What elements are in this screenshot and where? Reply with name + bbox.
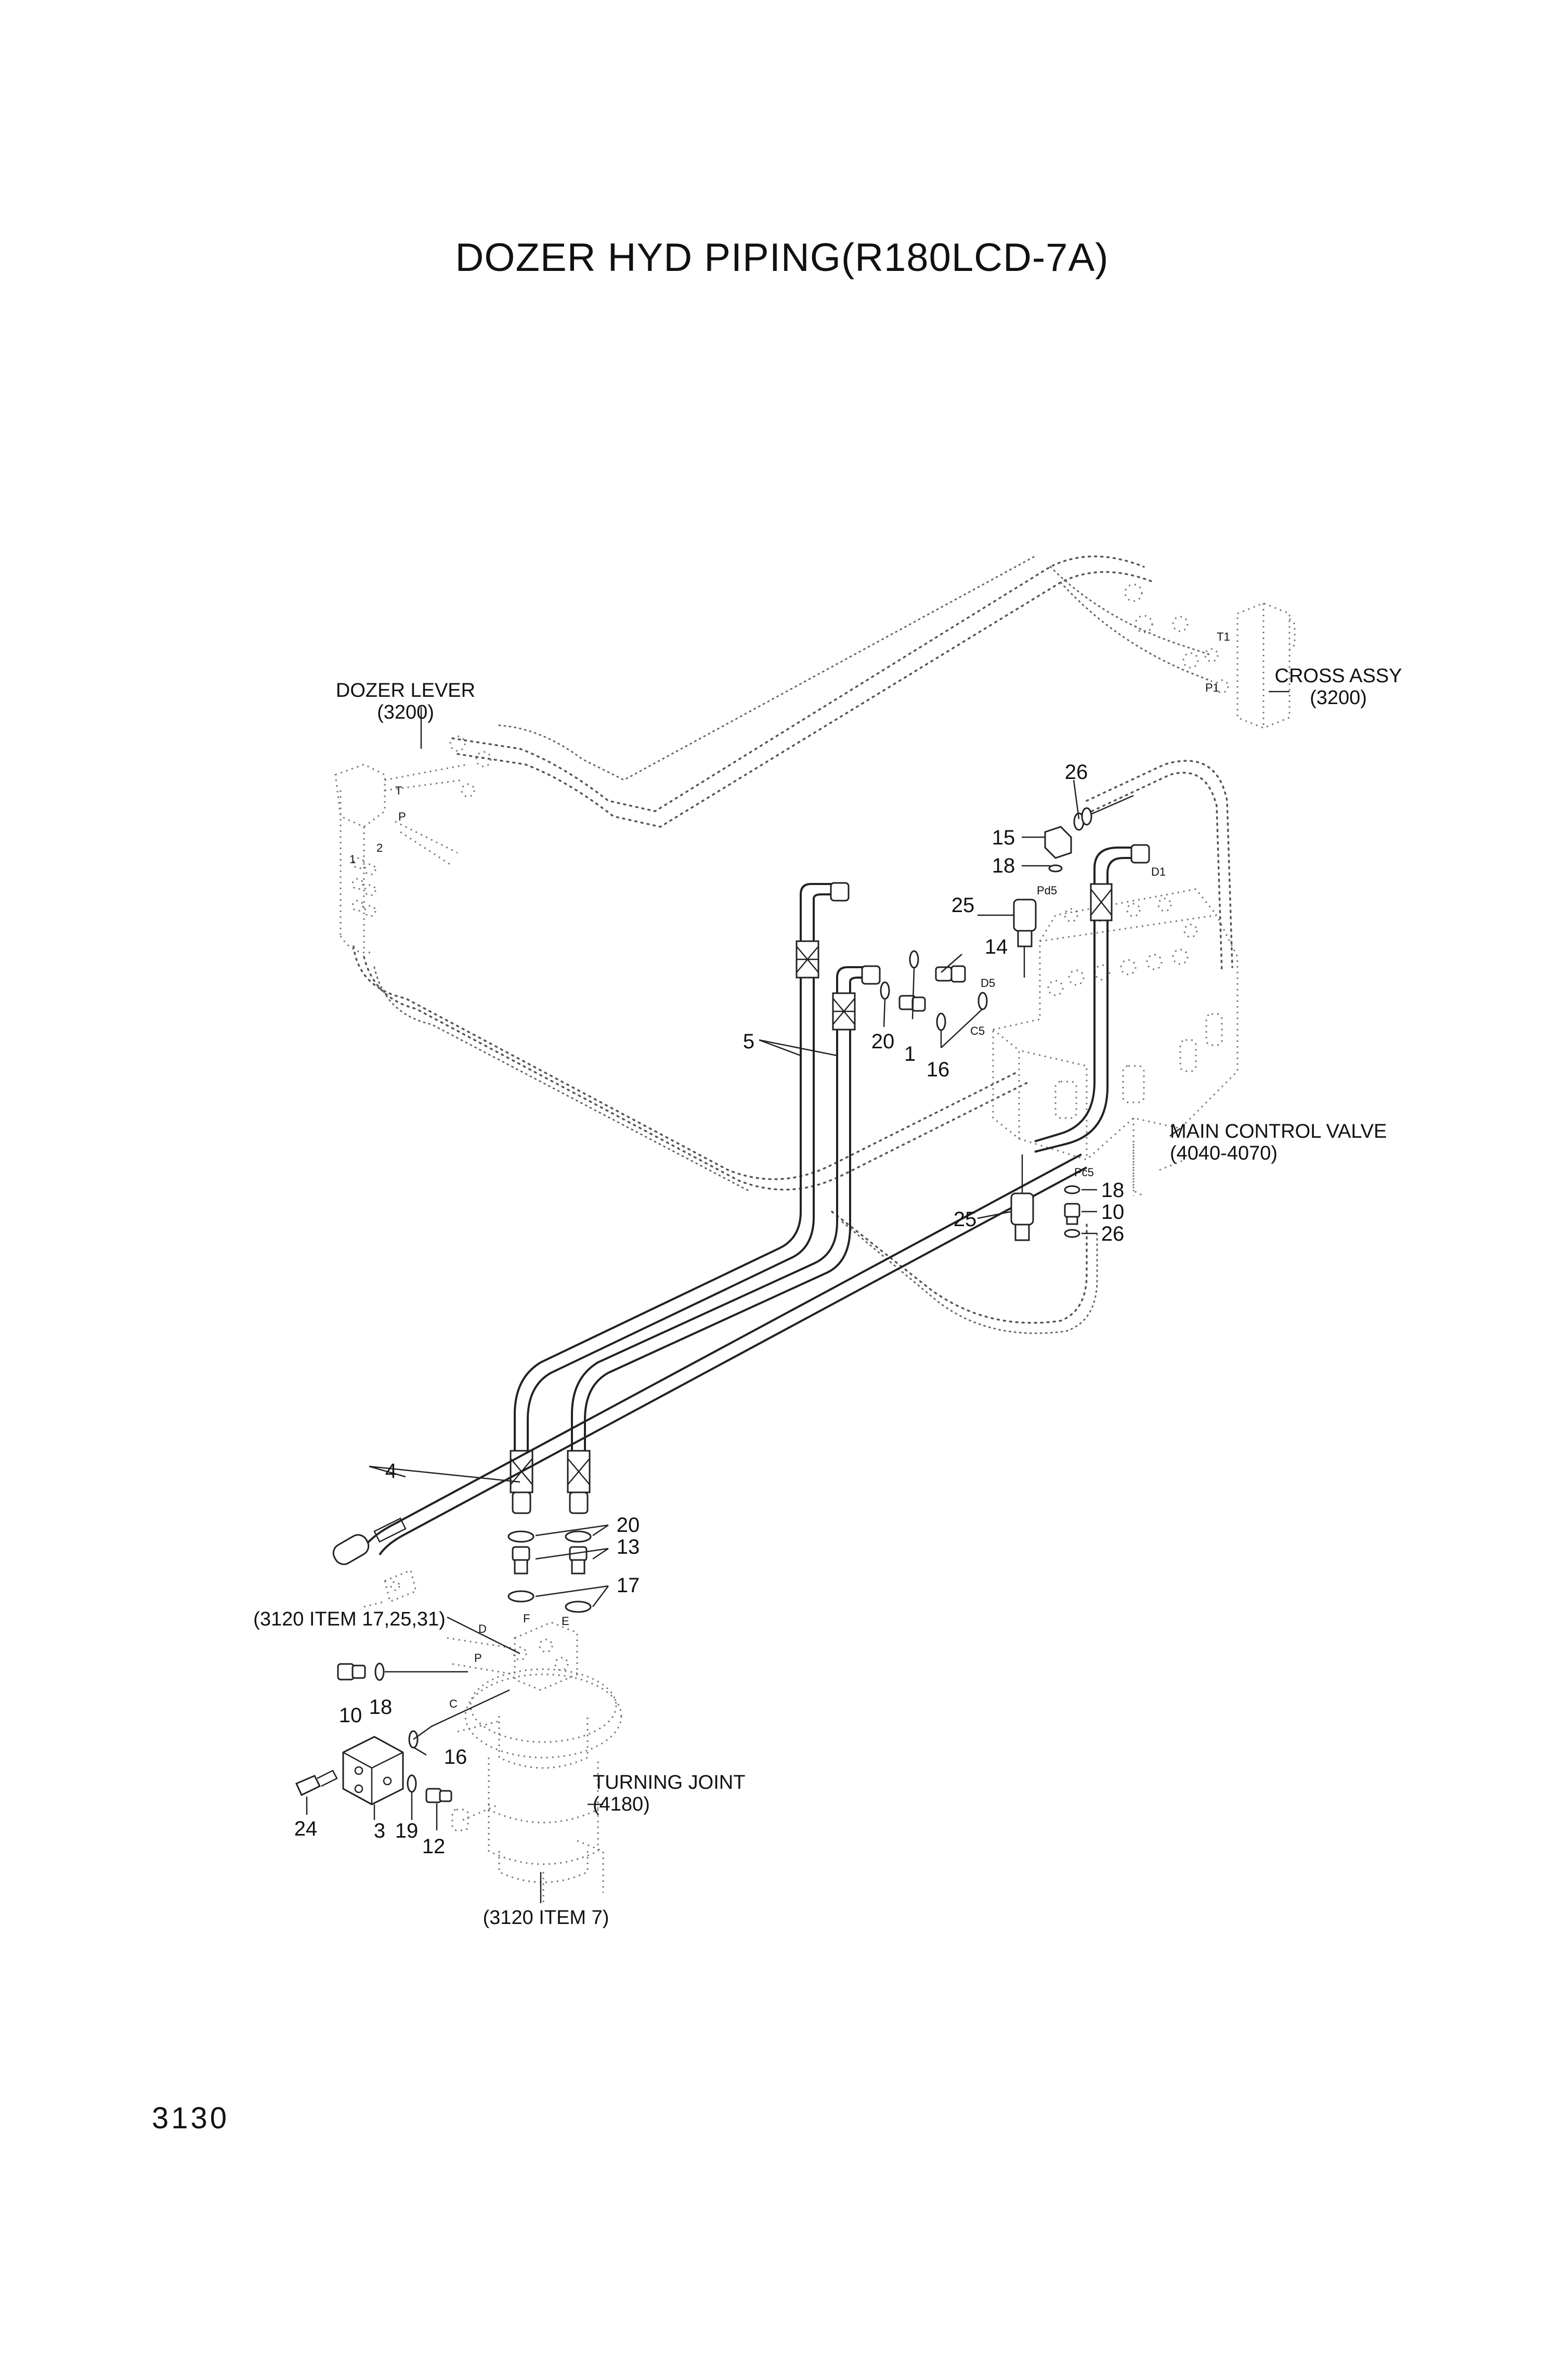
item-callouts: 26 15 18 25 14 20 1 16 5 18 10 26 25 4 2… (294, 761, 1125, 1858)
callout-10-right: 10 (1101, 1201, 1125, 1224)
callout-4: 4 (385, 1460, 397, 1482)
callout-17: 17 (617, 1574, 640, 1597)
label-dozer-lever: DOZER LEVER (336, 680, 475, 701)
port-t: T (395, 784, 402, 797)
callout-13: 13 (617, 1536, 640, 1558)
callout-15: 15 (992, 826, 1015, 849)
callout-24: 24 (294, 1817, 318, 1840)
port-c5: C5 (970, 1024, 985, 1037)
hose-d1 (1034, 844, 1150, 1153)
label-turning-joint-ref: (4180) (593, 1793, 650, 1815)
port-f: F (523, 1612, 530, 1625)
turning-joint-assembly (363, 1569, 622, 1903)
port-labels: T P 2 1 T1 P1 D1 Pd5 D5 C5 Pc5 D F E P C (349, 630, 1230, 1710)
callout-25-bottom: 25 (954, 1208, 977, 1231)
hose-item-4 (332, 1153, 1087, 1565)
label-ref-3120-7: (3120 ITEM 7) (483, 1907, 609, 1929)
callout-16-joint: 16 (444, 1746, 467, 1768)
cross-assy-block (1124, 583, 1296, 729)
port-p: P (398, 810, 406, 823)
main-control-valve-body (992, 888, 1239, 1197)
port-pd5: Pd5 (1037, 884, 1057, 897)
page-number: 3130 (152, 2101, 230, 2135)
label-main-control-valve-ref: (4040-4070) (1170, 1142, 1278, 1164)
diagram-title: DOZER HYD PIPING(R180LCD-7A) (455, 236, 1109, 280)
return-hose-loop (831, 760, 1233, 1334)
callout-26-top: 26 (1065, 761, 1088, 784)
hose-item-5 (510, 882, 881, 1514)
label-dozer-lever-ref: (3200) (377, 701, 434, 723)
port-pc5: Pc5 (1074, 1166, 1094, 1179)
callout-1: 1 (904, 1043, 916, 1065)
callout-26-right: 26 (1101, 1222, 1125, 1245)
port-c: C (449, 1697, 458, 1710)
callout-16-valve: 16 (927, 1058, 950, 1081)
callout-18-top: 18 (992, 854, 1015, 877)
port-2: 2 (376, 841, 383, 854)
callout-25-top: 25 (952, 894, 975, 917)
callout-20-valve: 20 (871, 1030, 895, 1053)
callout-18-right: 18 (1101, 1179, 1125, 1202)
port-d5: D5 (981, 977, 995, 990)
callout-5: 5 (743, 1030, 754, 1053)
label-cross-assy-ref: (3200) (1310, 687, 1367, 709)
dozer-lever-assembly (334, 735, 492, 954)
leader-lines (306, 691, 1289, 1903)
port-1: 1 (349, 853, 356, 866)
label-ref-3120-17: (3120 ITEM 17,25,31) (253, 1608, 446, 1630)
callout-14: 14 (985, 935, 1008, 958)
port-t1: T1 (1217, 630, 1230, 643)
port-d: D (478, 1622, 487, 1635)
port-d1: D1 (1151, 865, 1166, 878)
label-main-control-valve: MAIN CONTROL VALVE (1170, 1121, 1387, 1142)
dozer-lever-return-hoses (353, 945, 1031, 1192)
label-cross-assy: CROSS ASSY (1275, 665, 1402, 687)
port-e: E (562, 1615, 569, 1628)
port-p1: P1 (1205, 681, 1219, 694)
callout-19: 19 (395, 1819, 419, 1842)
callout-12: 12 (422, 1835, 446, 1858)
pilot-hoses-dozer-to-cross (451, 555, 1213, 828)
label-turning-joint: TURNING JOINT (593, 1772, 745, 1793)
callout-20-joint: 20 (617, 1514, 640, 1537)
port-p-joint: P (474, 1651, 482, 1664)
callout-3: 3 (374, 1819, 385, 1842)
turning-joint-fittings (295, 1530, 592, 1805)
callout-18-left: 18 (369, 1696, 393, 1719)
assembly-labels: DOZER LEVER (3200) CROSS ASSY (3200) MAI… (253, 665, 1402, 1929)
callout-10-left: 10 (339, 1704, 362, 1727)
